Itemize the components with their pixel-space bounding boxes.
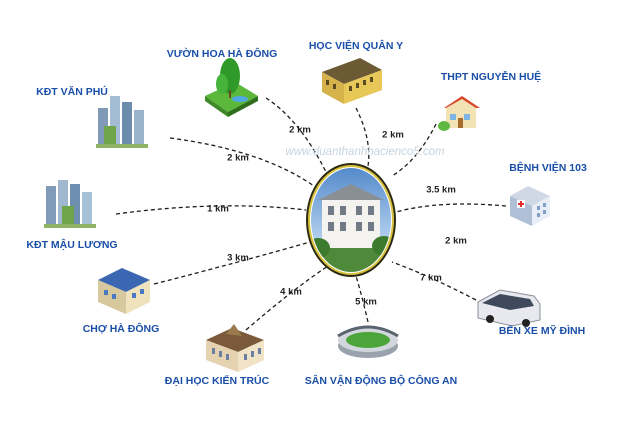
label-dai-hoc-kien-truc: ĐẠI HỌC KIẾN TRÚC (164, 375, 270, 387)
label-hoc-vien-quan-y: HỌC VIỆN QUÂN Y (308, 40, 404, 52)
connector-mau-luong (115, 205, 307, 215)
label-kdt-van-phu: KĐT VĂN PHÚ (36, 86, 108, 98)
academy-building-icon (322, 58, 382, 104)
connector-vuon-hoa (265, 97, 327, 173)
label-cho-ha-dong: CHỢ HÀ ĐÔNG (82, 323, 160, 335)
connector-dai-hoc (245, 265, 329, 331)
school-house-icon (438, 96, 480, 131)
university-icon (206, 324, 264, 372)
distance-vuon-hoa-ha-dong: 2 km (289, 124, 311, 136)
connector-ben-xe (391, 261, 477, 301)
distance-benh-vien-103: 2 km (445, 235, 467, 247)
connector-thpt (391, 123, 437, 177)
label-thpt-nguyen-hue: THPT NGUYỄN HUỆ (440, 71, 542, 83)
distance-kdt-mau-luong: 1 km (207, 203, 229, 215)
distance-hoc-vien-quan-y: 2 km (382, 129, 404, 141)
distance-thpt-nguyen-hue: 3.5 km (426, 184, 456, 196)
distance-dai-hoc-kien-truc: 4 km (280, 286, 302, 298)
label-san-van-dong-bo-cong-an: SÂN VẬN ĐỘNG BỘ CÔNG AN (304, 375, 458, 387)
connector-van-phu (169, 137, 315, 187)
connector-benh-vien (395, 203, 507, 213)
label-benh-vien-103: BỆNH VIỆN 103 (509, 162, 587, 174)
watermark-text: www.duanthanhhacienco5.com (285, 146, 445, 158)
towers-icon (44, 180, 96, 228)
distance-san-van-dong-bo-cong-an: 5 km (355, 296, 377, 308)
park-icon (205, 58, 258, 117)
market-building-icon (98, 268, 150, 314)
label-kdt-mau-luong: KĐT MẬU LƯƠNG (26, 239, 118, 251)
label-vuon-hoa-ha-dong: VƯỜN HOA HÀ ĐÔNG (166, 48, 278, 60)
connector-cho (153, 241, 311, 285)
connector-san-van-dong (355, 275, 369, 323)
distance-kdt-van-phu: 2 km (227, 152, 249, 164)
label-ben-xe-my-dinh: BẾN XE MỸ ĐÌNH (498, 325, 586, 337)
bus-icon (477, 289, 541, 327)
distance-ben-xe-my-dinh: 7 km (420, 272, 442, 284)
hospital-icon (510, 186, 550, 226)
distance-cho-ha-dong: 3 km (227, 252, 249, 264)
stadium-icon (337, 325, 399, 358)
towers-icon (96, 96, 148, 148)
